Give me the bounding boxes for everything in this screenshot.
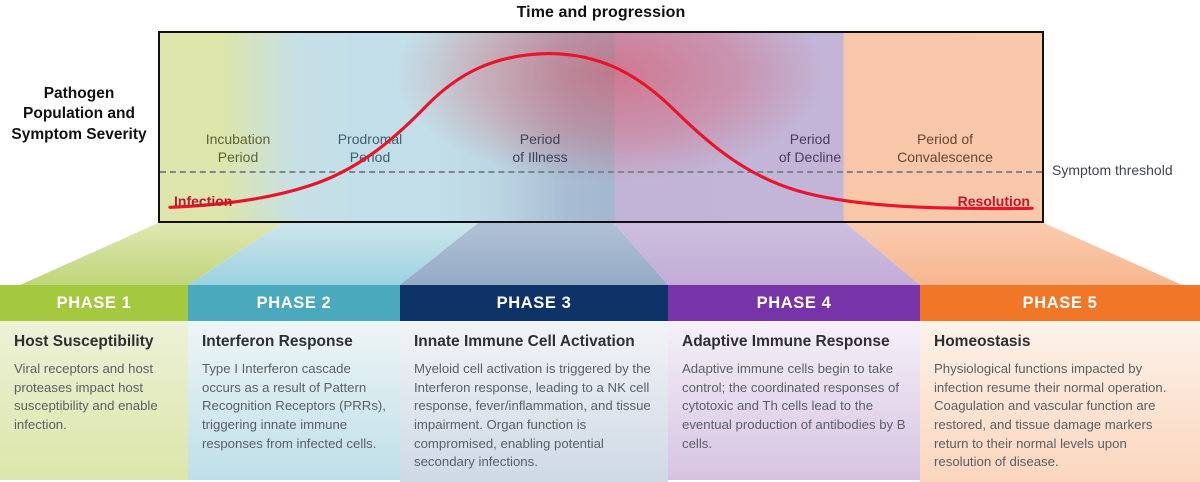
band-label-convalescence-line2: Convalescence bbox=[897, 148, 993, 165]
phase-name-4: Adaptive Immune Response bbox=[682, 333, 890, 350]
phase-name-3: Innate Immune Cell Activation bbox=[414, 333, 635, 350]
phase-header-1: PHASE 1 bbox=[0, 285, 188, 321]
phase-header-label-3: PHASE 3 bbox=[496, 293, 572, 312]
phase-header-label-1: PHASE 1 bbox=[56, 293, 132, 312]
phase-body-2: Interferon Response Type I Interferon ca… bbox=[188, 321, 400, 480]
band-label-illness-line1: Period bbox=[519, 131, 561, 147]
phase-name-5: Homeostasis bbox=[934, 333, 1031, 350]
phase-header-2: PHASE 2 bbox=[188, 285, 400, 321]
phase-header-4: PHASE 4 bbox=[668, 285, 920, 321]
phase-card-5[interactable]: PHASE 5 Homeostasis Physiological functi… bbox=[920, 285, 1200, 482]
band-label-decline: Period of Decline bbox=[730, 131, 890, 167]
resolution-label: Resolution bbox=[957, 193, 1030, 209]
phase-card-2[interactable]: PHASE 2 Interferon Response Type I Inter… bbox=[188, 285, 400, 480]
funnel-phase-3 bbox=[400, 223, 668, 285]
infection-label: Infection bbox=[174, 193, 233, 209]
phase-body-1: Host Susceptibility Viral receptors and … bbox=[0, 321, 188, 480]
phase-header-5: PHASE 5 bbox=[920, 285, 1200, 321]
phase-header-label-2: PHASE 2 bbox=[256, 293, 332, 312]
progression-curve bbox=[168, 51, 1034, 211]
band-label-illness-line2: of Illness bbox=[512, 148, 568, 165]
phase-body-5: Homeostasis Physiological functions impa… bbox=[920, 321, 1200, 482]
phase-description-5: Physiological functions impacted by infe… bbox=[934, 360, 1167, 470]
band-label-decline-line1: Period bbox=[789, 131, 831, 147]
phase-body-4: Adaptive Immune Response Adaptive immune… bbox=[668, 321, 920, 480]
chart-plot-area: Incubation Period Prodromal Period Perio… bbox=[158, 31, 1044, 223]
funnel-phase-4 bbox=[614, 223, 920, 285]
phase-header-label-4: PHASE 4 bbox=[756, 293, 832, 312]
phase-header-label-5: PHASE 5 bbox=[1022, 293, 1098, 312]
band-label-decline-line2: of Decline bbox=[778, 148, 842, 165]
chart-background-bands bbox=[160, 33, 1042, 221]
phase-card-3[interactable]: PHASE 3 Innate Immune Cell Activation My… bbox=[400, 285, 668, 482]
phase-header-3: PHASE 3 bbox=[400, 285, 668, 321]
phase-columns: PHASE 1 Host Susceptibility Viral recept… bbox=[0, 285, 1200, 482]
funnel-phase-1 bbox=[20, 223, 282, 285]
phase-name-1: Host Susceptibility bbox=[14, 333, 154, 350]
funnel-phase-2 bbox=[188, 223, 478, 285]
funnel-phase-5 bbox=[846, 223, 1182, 285]
y-axis-caption: Pathogen Population and Symptom Severity bbox=[11, 85, 147, 143]
chart-title: Time and progression bbox=[516, 4, 686, 21]
symptom-threshold-line bbox=[160, 171, 1042, 173]
phase-card-1[interactable]: PHASE 1 Host Susceptibility Viral recept… bbox=[0, 285, 188, 480]
phase-description-4: Adaptive immune cells begin to take cont… bbox=[682, 360, 906, 451]
band-label-convalescence-line1: Period of bbox=[916, 131, 974, 147]
phase-description-3: Myeloid cell activation is triggered by … bbox=[414, 360, 651, 470]
band-label-incubation-line1: Incubation bbox=[205, 131, 271, 147]
symptom-threshold-caption: Symptom threshold bbox=[1052, 162, 1173, 178]
phase-name-2: Interferon Response bbox=[202, 333, 353, 350]
band-label-incubation: Incubation Period bbox=[168, 131, 308, 167]
phase-card-4[interactable]: PHASE 4 Adaptive Immune Response Adaptiv… bbox=[668, 285, 920, 480]
phase-body-3: Innate Immune Cell Activation Myeloid ce… bbox=[400, 321, 668, 482]
funnel-connectors bbox=[20, 223, 1182, 285]
band-label-incubation-line2: Period bbox=[217, 148, 259, 165]
band-label-convalescence: Period of Convalescence bbox=[850, 131, 1040, 167]
phase-description-1: Viral receptors and host proteases impac… bbox=[14, 360, 158, 433]
phase-description-2: Type I Interferon cascade occurs as a re… bbox=[202, 360, 386, 451]
band-label-illness: Period of Illness bbox=[460, 131, 620, 167]
